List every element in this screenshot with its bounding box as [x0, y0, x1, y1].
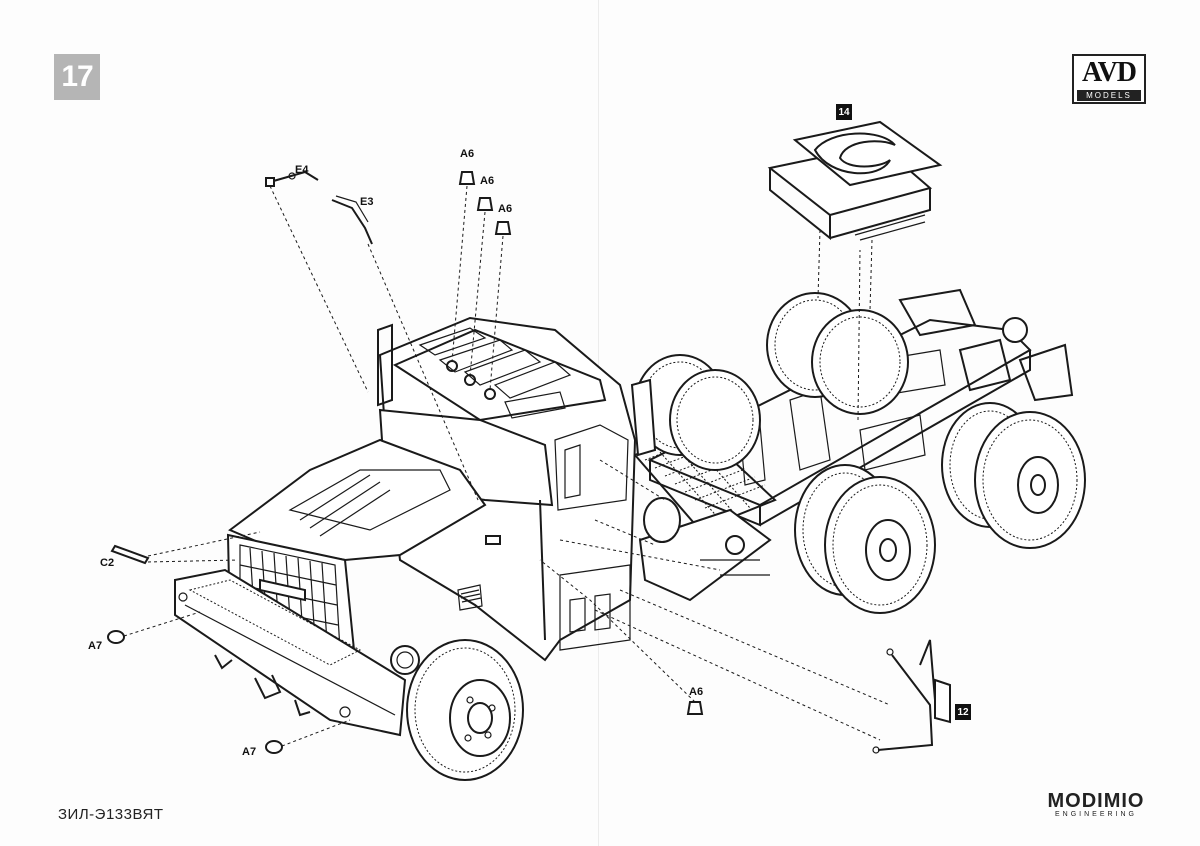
callout-e3: E3 — [360, 196, 374, 208]
leader-14-right — [869, 239, 873, 311]
brand-name: AVD — [1081, 57, 1137, 88]
subassembly-14-badge: 14 — [836, 104, 852, 120]
maker-logo: MODIMIO ENGINEERING — [1046, 790, 1146, 818]
callout-a6-bottom: A6 — [689, 686, 704, 698]
step-number-badge: 17 — [54, 54, 100, 100]
roof-panels — [418, 327, 572, 419]
maker-subtitle: ENGINEERING — [1054, 811, 1137, 818]
front-bumper — [174, 568, 407, 737]
headlight-right — [390, 645, 420, 675]
front-wheel — [406, 639, 524, 781]
part-e3-mirror-arm — [331, 195, 373, 245]
callout-a7-bottom: A7 — [242, 746, 257, 758]
part-a6-cap-4 — [686, 701, 704, 715]
leader-lines — [123, 185, 891, 747]
rear-wheel-upper-left — [634, 354, 761, 471]
brand-logo: AVD MODELS — [1072, 54, 1146, 104]
callout-c2: C2 — [100, 557, 115, 569]
part-a6-cap-3 — [494, 221, 512, 235]
leader-14-left — [817, 229, 821, 299]
fifth-wheel-subassembly — [767, 120, 943, 241]
callout-a6-top: A6 — [460, 148, 475, 160]
part-a7-lamp-1 — [107, 630, 125, 644]
rear-wheel-upper-right — [766, 292, 909, 415]
part-a6-cap-1 — [458, 171, 476, 185]
leader-14-mid — [857, 249, 861, 421]
callout-a6-middle: A6 — [480, 175, 495, 187]
subassembly-12-badge: 12 — [955, 704, 971, 720]
part-c2-handle — [110, 544, 150, 565]
part-a6-cap-2 — [476, 197, 494, 211]
part-a7-lamp-2 — [265, 740, 283, 754]
part-e4-mirror-arm — [265, 170, 319, 187]
rear-bracket-subassembly — [872, 639, 951, 754]
brand-subtitle: MODELS — [1077, 90, 1141, 101]
model-name: ЗИЛ-Э133ВЯТ — [58, 806, 164, 823]
rear-wheel-front-axle — [794, 464, 936, 614]
step-number: 17 — [61, 60, 93, 93]
maker-name: MODIMIO — [1047, 790, 1145, 812]
callout-a7-left: A7 — [88, 640, 103, 652]
callout-e4: E4 — [295, 164, 309, 176]
fuel-tank — [638, 497, 772, 602]
rear-wheel-rear-axle — [941, 402, 1086, 549]
exhaust-stack — [630, 378, 657, 457]
callout-a6-lower: A6 — [498, 203, 513, 215]
